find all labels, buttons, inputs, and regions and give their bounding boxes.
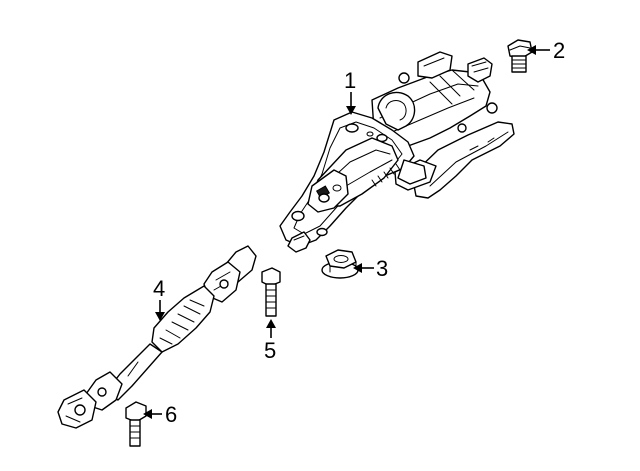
callout-5-arrow [266,319,276,338]
column-nut [321,249,359,279]
callout-3-label: 3 [376,256,388,281]
callout-5-label: 5 [264,338,276,363]
callout-3-arrow [353,263,374,273]
shaft-bolt [261,267,281,317]
lower-bolt [125,401,147,447]
callout-6-arrow [143,409,162,419]
intermediate-shaft [57,245,257,429]
callout-2-label: 2 [553,38,565,63]
column-bolt [507,39,533,73]
callout-6-label: 6 [165,402,177,427]
callout-1-label: 1 [344,68,356,93]
callout-4-label: 4 [153,276,165,301]
callout-4-arrow [155,300,165,321]
callout-2-arrow [527,45,550,55]
steering-column-assembly [279,51,515,253]
callout-1-arrow [346,92,356,115]
